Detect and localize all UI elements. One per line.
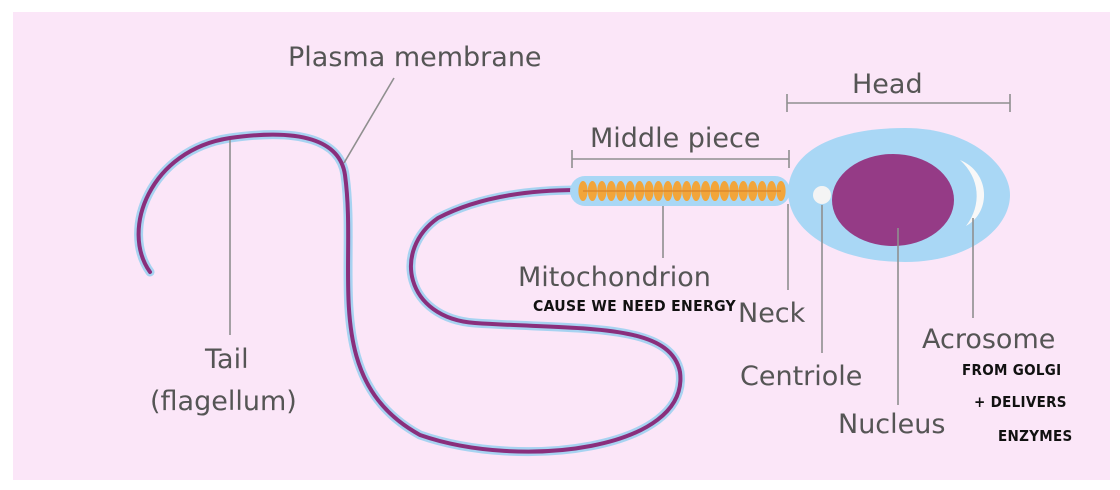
middle-piece bbox=[570, 176, 790, 206]
label-plasma-membrane: Plasma membrane bbox=[288, 42, 542, 73]
middle-piece-bracket bbox=[571, 150, 790, 168]
label-neck: Neck bbox=[738, 298, 806, 329]
label-acrosome: Acrosome bbox=[922, 324, 1055, 355]
centriole-shape bbox=[813, 186, 831, 204]
note-acrosome-line1: FROM GOLGI bbox=[962, 361, 1061, 379]
label-middle-piece: Middle piece bbox=[590, 123, 760, 154]
label-mitochondrion: Mitochondrion bbox=[518, 262, 711, 293]
label-head: Head bbox=[852, 69, 923, 100]
mitochondria-row bbox=[578, 181, 786, 201]
label-flagellum: (flagellum) bbox=[150, 386, 297, 417]
note-acrosome-line3: ENZYMES bbox=[998, 427, 1073, 445]
note-acrosome-line2: + DELIVERS bbox=[974, 393, 1067, 411]
label-nucleus: Nucleus bbox=[838, 409, 945, 440]
label-tail: Tail bbox=[204, 344, 249, 375]
leader-lines bbox=[229, 77, 974, 405]
head-bracket bbox=[786, 94, 1011, 112]
sperm-head bbox=[788, 128, 1010, 262]
nucleus-shape bbox=[832, 154, 954, 246]
tail-flagellum bbox=[134, 130, 685, 457]
acrosome-shape bbox=[960, 160, 985, 226]
note-mitochondrion-energy: CAUSE WE NEED ENERGY bbox=[533, 297, 736, 315]
label-centriole: Centriole bbox=[740, 361, 862, 392]
